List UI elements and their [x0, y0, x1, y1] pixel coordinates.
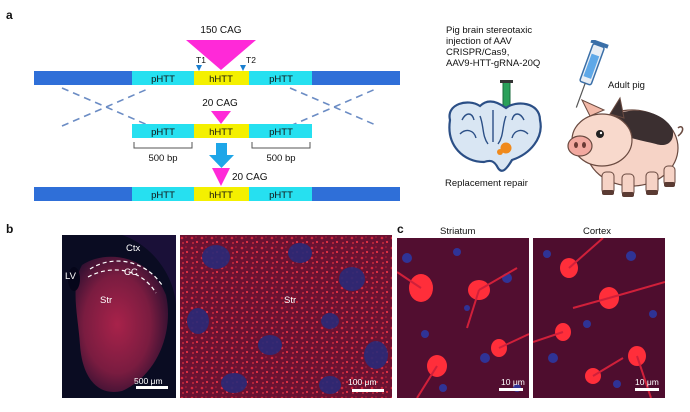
- scale-bar-label: 500 μm: [134, 376, 163, 386]
- phtt-right-top: [249, 71, 312, 85]
- homology-arm-right-bracket: [251, 142, 311, 149]
- hhtt-label: hHTT: [209, 127, 233, 138]
- homology-arm-left-bracket: [133, 142, 193, 149]
- phtt-label: pHTT: [151, 74, 175, 85]
- phtt-right-bottom: [249, 187, 312, 201]
- t1-label: T1: [196, 55, 206, 65]
- str-label-right: Str: [284, 295, 297, 306]
- ctx-label: Ctx: [126, 243, 141, 254]
- cag20-bottom-label: 20 CAG: [232, 172, 268, 183]
- phtt-label: pHTT: [151, 127, 175, 138]
- syringe-icon: [575, 40, 609, 108]
- micrograph-striatum: 10 μm: [397, 238, 529, 398]
- down-arrow-icon: [209, 143, 234, 168]
- phtt-left-bottom: [132, 187, 194, 201]
- cortex-title: Cortex: [583, 226, 611, 237]
- adult-pig-label: Adult pig: [608, 80, 645, 91]
- cag20-mid-label: 20 CAG: [202, 98, 238, 109]
- gene-replacement-diagram: 150 CAG pHTT hHTT pHTT T1 T2 20 CAG pHTT…: [34, 25, 400, 201]
- t1-marker-icon: [196, 65, 202, 71]
- cag20-triangle-mid: [211, 111, 231, 124]
- bp-right-label: 500 bp: [266, 153, 295, 164]
- phtt-label: pHTT: [269, 190, 293, 201]
- t2-label: T2: [246, 55, 256, 65]
- micrograph-overview: Ctx CC LV Str 500 μm: [62, 235, 176, 398]
- crossover-lines: [61, 87, 379, 127]
- hhtt-label: hHTT: [209, 74, 233, 85]
- hhtt-bottom: [194, 187, 249, 201]
- t2-marker-icon: [240, 65, 246, 71]
- injection-line: AAV9-HTT-gRNA-20Q: [446, 58, 541, 69]
- pig-icon: [567, 40, 684, 197]
- micrograph-cortex: 10 μm: [533, 238, 665, 398]
- hhtt-top: [194, 71, 249, 85]
- scale-bar-label: 10 μm: [501, 377, 525, 387]
- cc-label: CC: [124, 267, 138, 278]
- hhtt-label: hHTT: [209, 190, 233, 201]
- phtt-label: pHTT: [269, 127, 293, 138]
- injection-text: Pig brain stereotaxic injection of AAV C…: [446, 25, 540, 69]
- injection-line: CRISPR/Cas9,: [446, 47, 510, 58]
- striatum-title: Striatum: [440, 226, 476, 237]
- panel-b-label: b: [6, 222, 14, 236]
- lv-label: LV: [65, 271, 76, 282]
- micrograph-striatum-zoom: Str 100 μm: [180, 235, 392, 398]
- replacement-repair-label: Replacement repair: [445, 178, 528, 189]
- cag20-triangle-bottom: [212, 168, 230, 186]
- scale-bar-label: 100 μm: [348, 377, 377, 387]
- injection-line: Pig brain stereotaxic: [446, 25, 533, 36]
- brain-section-icon: [448, 80, 542, 172]
- cag150-label: 150 CAG: [200, 25, 241, 36]
- panel-a-label: a: [6, 8, 13, 22]
- hhtt-mid: [194, 124, 249, 138]
- phtt-right-mid: [249, 124, 312, 138]
- phtt-label: pHTT: [151, 190, 175, 201]
- phtt-left-mid: [132, 124, 194, 138]
- scale-bar-label: 10 μm: [635, 377, 659, 387]
- injection-target-icon: [500, 142, 512, 154]
- phtt-label: pHTT: [269, 74, 293, 85]
- panel-c-label: c: [397, 222, 404, 236]
- cag150-triangle: [186, 40, 256, 70]
- bp-left-label: 500 bp: [148, 153, 177, 164]
- injection-line: injection of AAV: [446, 36, 512, 47]
- str-label-left: Str: [100, 295, 113, 306]
- phtt-left-top: [132, 71, 194, 85]
